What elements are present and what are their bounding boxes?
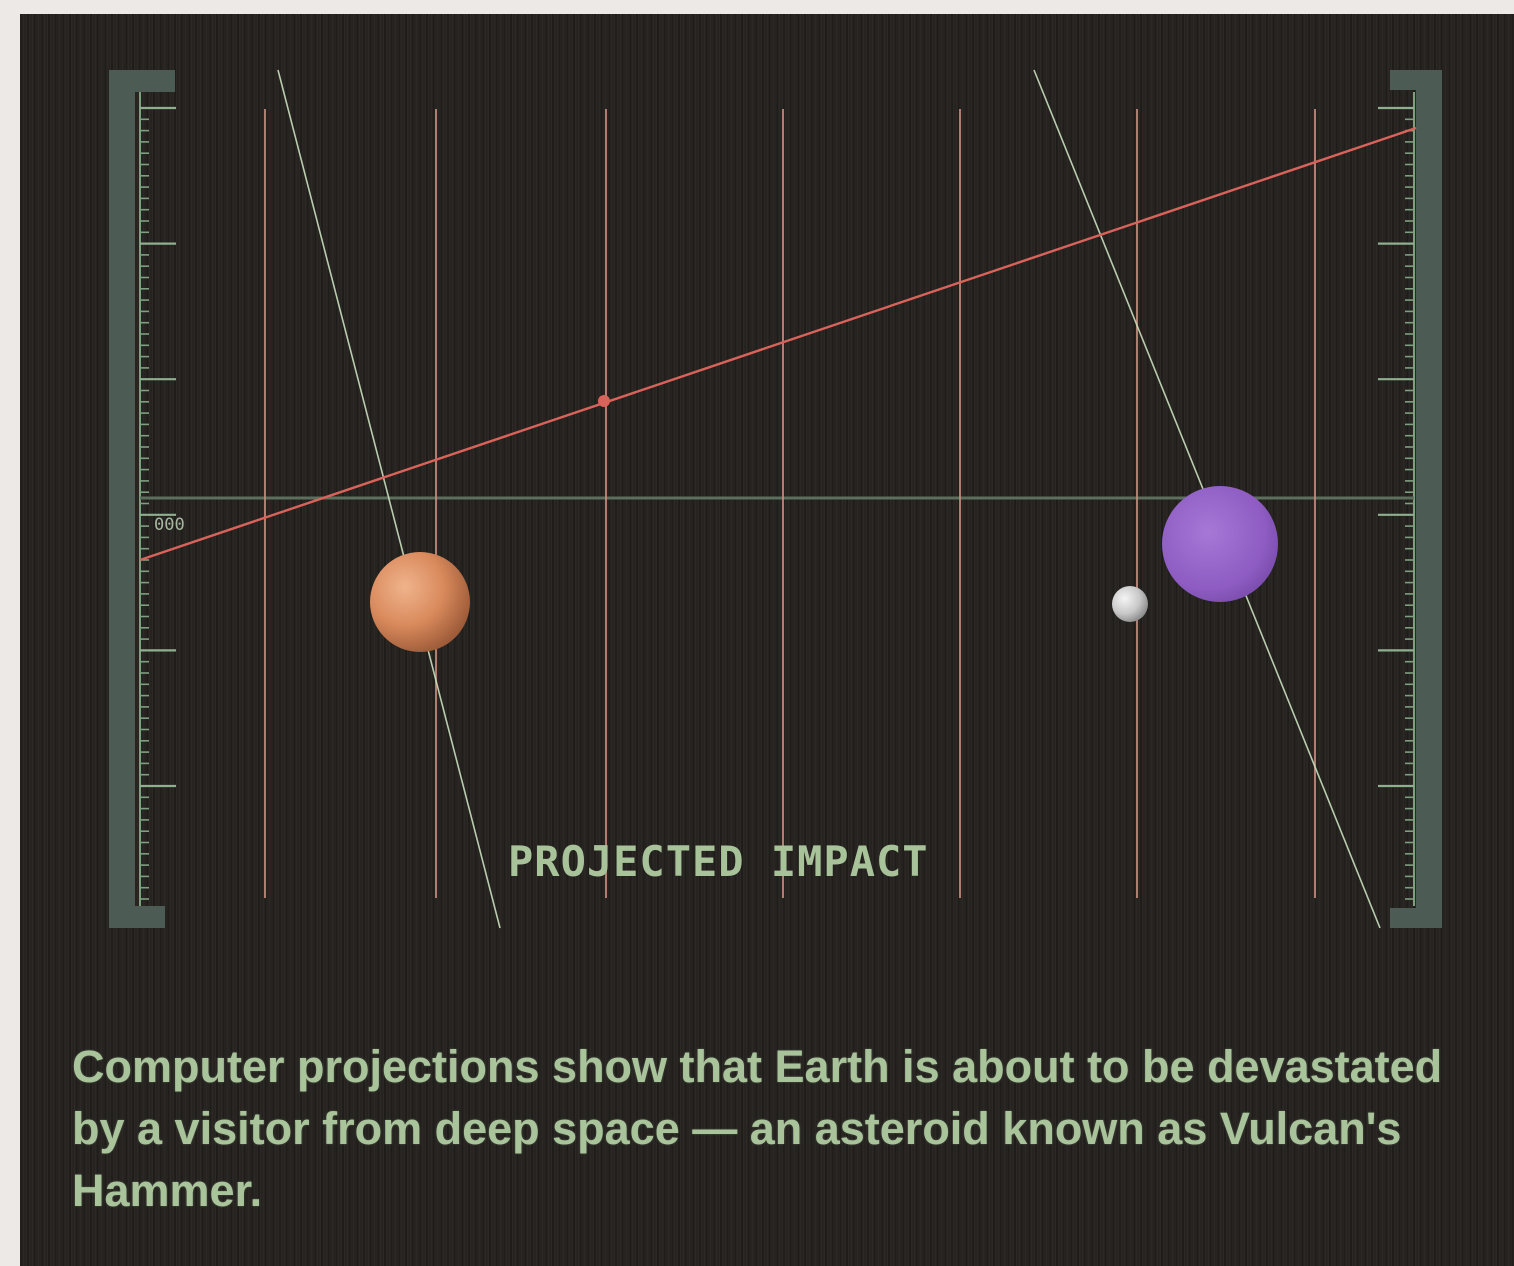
game-screen: 000 PROJECTED IMPACT Computer projection… [20, 14, 1514, 1266]
story-caption: Computer projections show that Earth is … [72, 1041, 1443, 1216]
right-frame-bracket [1390, 70, 1442, 928]
projection-display: 000 PROJECTED IMPACT [109, 69, 1442, 929]
counter-readout: 000 [154, 515, 185, 535]
left-frame-bracket [109, 70, 175, 928]
trajectory-line-left [277, 69, 501, 929]
trajectory-marker [598, 395, 610, 407]
orange-planet [370, 552, 470, 652]
grid-lines [264, 109, 1316, 898]
asteroid-trajectory-line [139, 126, 1417, 562]
left-scale-ticks [140, 106, 176, 900]
moon [1112, 586, 1148, 622]
right-scale-ticks [1378, 106, 1414, 900]
purple-planet [1162, 486, 1278, 602]
projected-impact-label: PROJECTED IMPACT [508, 837, 929, 886]
